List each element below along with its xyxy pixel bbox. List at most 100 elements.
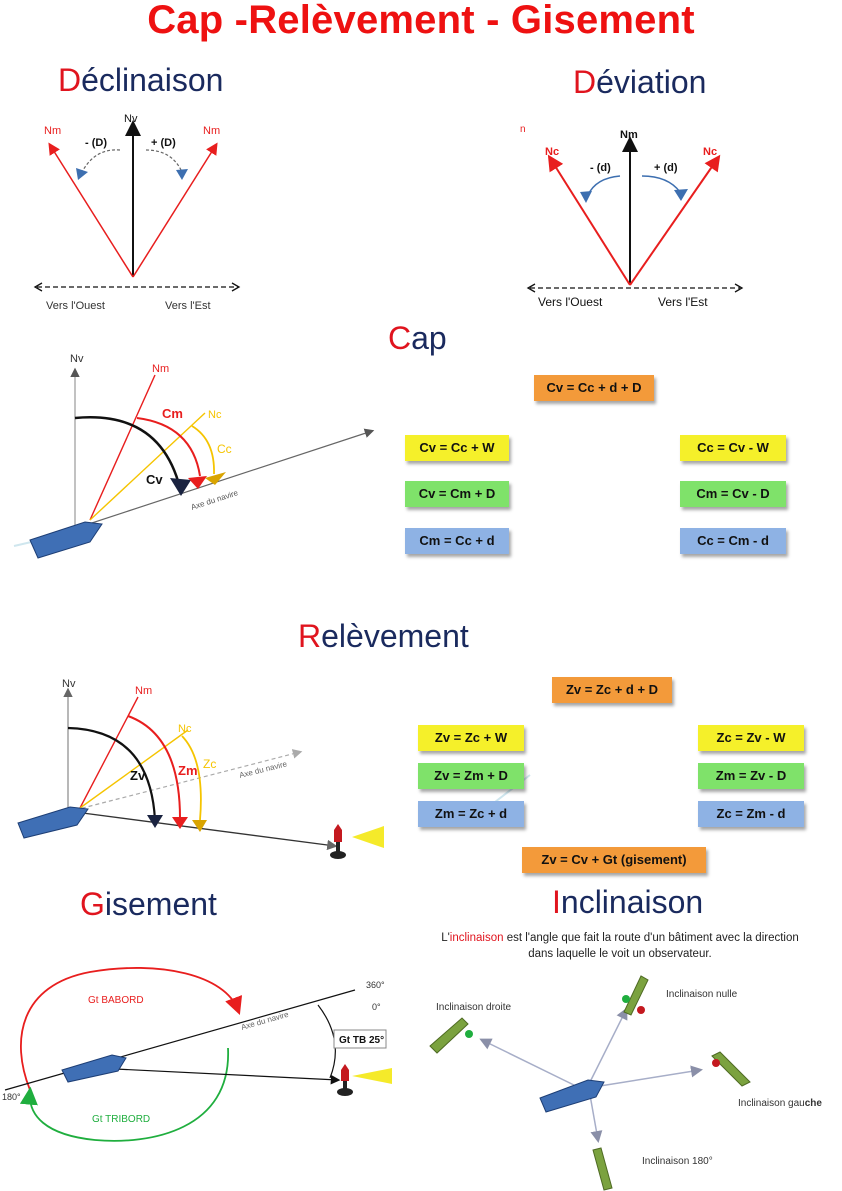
cap-formula-main: Cv = Cc + d + D xyxy=(534,375,654,401)
gis-babord-label: Gt BABORD xyxy=(88,995,144,1006)
cap-ship-axis xyxy=(39,428,375,541)
cap-cm-label: Cm xyxy=(162,406,183,421)
deviation-title: Déviation xyxy=(573,64,706,101)
decl-plus-label: + (D) xyxy=(151,137,176,149)
incl-desc-word: inclinaison xyxy=(449,932,504,944)
decl-nm-left-label: Nm xyxy=(44,125,61,137)
inclinaison-title-initial: I xyxy=(552,884,561,920)
rel-formula-left-1: Zv = Zc + W xyxy=(418,725,524,751)
rel-formula-gisement: Zv = Cv + Gt (gisement) xyxy=(522,847,706,873)
incl-droite-label: Inclinaison droite xyxy=(436,1002,511,1013)
rel-formula-right-3: Zc = Zm - d xyxy=(698,801,804,827)
incl-gauche-bold: che xyxy=(805,1098,823,1109)
relevement-title-rest: elèvement xyxy=(321,618,469,654)
gisement-title-rest: isement xyxy=(104,886,217,922)
cap-cv-label: Cv xyxy=(146,472,163,487)
rel-zv-label: Zv xyxy=(130,768,146,783)
gisement-title-initial: G xyxy=(80,886,105,922)
cap-formula-right-1: Cc = Cv - W xyxy=(680,435,786,461)
rel-nc-line xyxy=(79,729,189,809)
inclinaison-title: Inclinaison xyxy=(552,884,703,921)
inclinaison-title-rest: nclinaison xyxy=(560,884,704,920)
gisement-title: Gisement xyxy=(80,886,217,923)
declinaison-title: Déclinaison xyxy=(58,62,223,99)
cap-formula-left-1: Cv = Cc + W xyxy=(405,435,509,461)
deviation-title-initial: D xyxy=(573,64,597,100)
incl-gauche-label: Inclinaison gauche xyxy=(738,1098,822,1109)
dev-tick-mark: n xyxy=(520,124,526,135)
cap-title-rest: ap xyxy=(411,320,447,356)
rel-zm-label: Zm xyxy=(178,763,198,778)
rel-formula-main: Zv = Zc + d + D xyxy=(552,677,672,703)
incl-gauche-pre: Inclinaison gau xyxy=(738,1098,805,1109)
dev-minus-label: - (d) xyxy=(590,162,611,174)
cap-cc-arc xyxy=(191,425,215,475)
incl-arrow-180 xyxy=(589,1094,603,1143)
decl-nm-right-label: Nm xyxy=(203,125,220,137)
gis-babord-arc xyxy=(20,967,243,1091)
incl-ship-nulle xyxy=(622,975,649,1016)
rel-ship xyxy=(17,806,89,839)
relevement-title-initial: R xyxy=(298,618,322,654)
cap-cc-label: Cc xyxy=(217,442,232,456)
decl-arc-right xyxy=(145,149,183,173)
dev-arc-right xyxy=(641,175,681,193)
gis-tribord-label: Gt TRIBORD xyxy=(92,1114,150,1125)
cap-nc-label: Nc xyxy=(208,409,222,421)
page-title: Cap -Relèvement - Gisement xyxy=(147,0,695,42)
dev-plus-label: + (d) xyxy=(654,162,678,174)
dev-nc-left-arrow xyxy=(547,154,631,286)
dev-nm-label: Nm xyxy=(620,129,638,141)
dev-east-label: Vers l'Est xyxy=(658,295,708,309)
cap-formula-right-2: Cm = Cv - D xyxy=(680,481,786,507)
cap-ship xyxy=(29,521,103,559)
incl-arrow-gauche xyxy=(599,1065,703,1087)
rel-zm-arc xyxy=(127,715,181,819)
rel-formula-right-1: Zc = Zv - W xyxy=(698,725,804,751)
gis-gt-tb-box xyxy=(333,1029,387,1049)
dev-nc-right-arrow xyxy=(629,154,721,286)
decl-arc-left xyxy=(81,149,121,173)
gis-tribord-arc xyxy=(19,1047,229,1142)
cap-title-initial: C xyxy=(388,320,412,356)
rel-zv-arc xyxy=(67,726,157,821)
gis-gt-tb-label: Gt TB 25° xyxy=(339,1035,384,1046)
rel-formula-left-3: Zm = Zc + d xyxy=(418,801,524,827)
cap-formula-right-3: Cc = Cm - d xyxy=(680,528,786,554)
decl-minus-label: - (D) xyxy=(85,137,107,149)
rel-nv-label: Nv xyxy=(62,678,76,690)
dev-nc-left-label: Nc xyxy=(545,146,559,158)
dev-west-label: Vers l'Ouest xyxy=(538,295,603,309)
deviation-title-rest: éviation xyxy=(596,64,707,100)
cap-nc-line xyxy=(89,412,206,521)
incl-arrow-nulle xyxy=(589,1007,628,1083)
declinaison-title-rest: éclinaison xyxy=(81,62,224,98)
rel-buoy-icon xyxy=(330,824,384,859)
declinaison-title-initial: D xyxy=(58,62,82,98)
gis-180-label: 180° xyxy=(2,1092,21,1102)
cap-cv-arc xyxy=(74,416,182,489)
decl-nv-label: Nv xyxy=(124,113,138,125)
incl-ship xyxy=(539,1079,605,1113)
cap-nm-line xyxy=(89,374,156,521)
rel-zc-label: Zc xyxy=(203,757,216,771)
gis-ship xyxy=(61,1054,127,1083)
rel-nc-label: Nc xyxy=(178,723,192,735)
gis-0-label: 0° xyxy=(372,1002,381,1012)
inclinaison-description: L'inclinaison est l'angle que fait la ro… xyxy=(400,930,840,962)
incl-ship-gauche xyxy=(711,1051,751,1087)
gis-360-label: 360° xyxy=(366,980,385,990)
rel-ship-axis xyxy=(74,749,303,811)
incl-nulle-label: Inclinaison nulle xyxy=(666,989,738,1000)
rel-zc-arc xyxy=(181,735,202,821)
gis-buoy-icon xyxy=(337,1064,392,1096)
cap-nv-label: Nv xyxy=(70,353,84,365)
cap-cm-arc xyxy=(136,417,201,477)
rel-bearing-line xyxy=(74,811,338,851)
incl-ship-180 xyxy=(592,1147,613,1191)
cap-formula-left-3: Cm = Cc + d xyxy=(405,528,509,554)
